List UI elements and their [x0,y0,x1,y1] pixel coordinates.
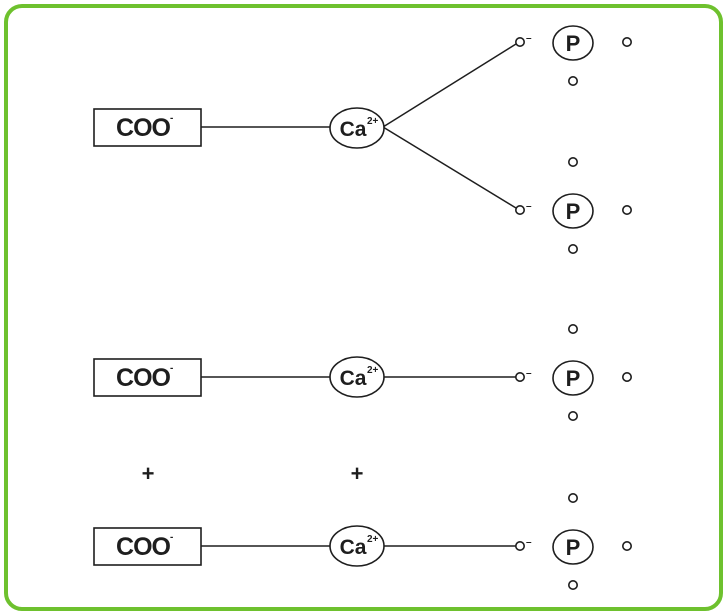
calcium-ion [329,356,385,398]
phosphorus-atom [552,193,594,229]
oxygen-charge: – [526,33,532,44]
phosphorus-label: P [566,535,581,560]
oxygen-anion [514,540,525,551]
carboxylate-box [93,527,202,566]
calcium-label: Ca [340,367,367,390]
phosphorus-label: P [566,199,581,224]
phosphorus-atom [552,25,594,61]
carboxylate-label: COO [116,114,171,142]
phosphorus-label: P [566,31,581,56]
oxygen-atom [567,410,578,421]
diagram-frame [4,4,723,611]
calcium-charge: 2+ [367,116,379,127]
oxygen-atom [621,36,632,47]
phosphorus-label: P [566,366,581,391]
carboxylate-box [93,358,202,397]
oxygen-anion [514,205,525,216]
oxygen-atom [567,323,578,334]
plus-sign: + [142,461,155,486]
oxygen-anion [514,371,525,382]
oxygen-atom [567,157,578,168]
carboxylate-box [93,108,202,147]
calcium-ion [329,107,385,149]
carboxylate-charge: - [170,113,173,124]
calcium-charge: 2+ [367,534,379,545]
oxygen-charge: – [526,537,532,548]
bond-line [382,43,517,128]
oxygen-atom [621,371,632,382]
oxygen-charge: – [526,201,532,212]
phosphorus-atom [552,529,594,565]
oxygen-anion [514,36,525,47]
calcium-label: Ca [340,118,367,141]
calcium-charge: 2+ [367,365,379,376]
plus-sign: + [351,461,364,486]
carboxylate-label: COO [116,533,171,561]
carboxylate-charge: - [170,363,173,374]
carboxylate-label: COO [116,364,171,392]
oxygen-atom [621,540,632,551]
oxygen-atom [621,205,632,216]
oxygen-atom [567,579,578,590]
oxygen-atom [567,76,578,87]
oxygen-atom [567,244,578,255]
bond-line [382,126,517,209]
calcium-label: Ca [340,536,367,559]
carboxylate-charge: - [170,532,173,543]
calcium-ion [329,525,385,567]
oxygen-atom [567,492,578,503]
oxygen-charge: – [526,368,532,379]
phosphorus-atom [552,360,594,396]
